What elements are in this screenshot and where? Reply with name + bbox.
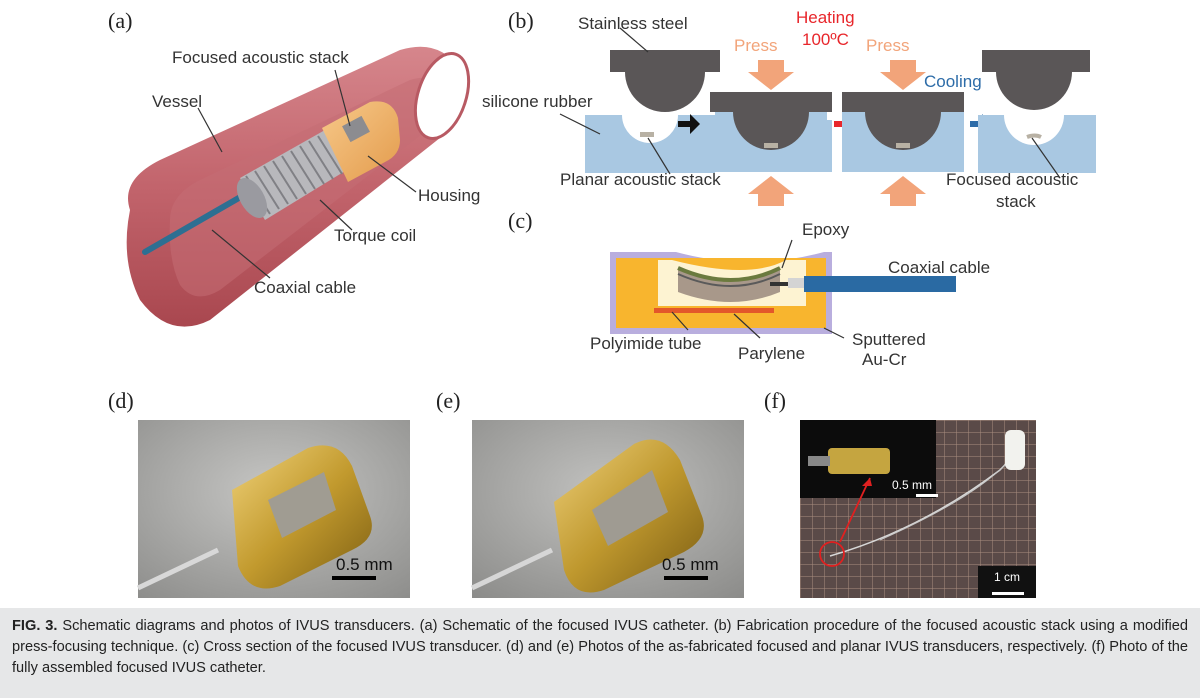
torque-coil-shape <box>236 130 350 220</box>
label-focused-acoustic-stack-b-2: stack <box>996 192 1036 211</box>
label-press-2: Press <box>866 36 910 55</box>
stage-4 <box>978 50 1096 173</box>
panel-label-f: (f) <box>764 388 786 413</box>
caption-fig-number: FIG. 3. <box>12 618 58 634</box>
photo-assembled-catheter <box>800 420 1036 598</box>
fabrication-diagram <box>559 27 1096 206</box>
label-vessel: Vessel <box>152 92 203 111</box>
stage-2 <box>710 60 832 206</box>
scale-bar-label-e: 0.5 mm <box>662 555 719 574</box>
press-arrow-top-2 <box>880 60 926 90</box>
label-planar-acoustic-stack: Planar acoustic stack <box>560 170 721 189</box>
label-coaxial-cable-a: Coaxial cable <box>254 278 357 297</box>
acoustic-stack-shape <box>342 115 370 143</box>
panel-label-d: (d) <box>108 388 134 413</box>
catheter-schematic <box>126 46 471 327</box>
label-coaxial-cable-c: Coaxial cable <box>888 258 991 277</box>
panel-label-a: (a) <box>108 8 133 33</box>
stage-1 <box>585 50 720 173</box>
label-cooling: Cooling <box>924 72 982 91</box>
label-torque-coil: Torque coil <box>334 226 417 245</box>
sputtered-layer <box>654 308 774 313</box>
label-silicone-rubber: silicone rubber <box>482 92 593 111</box>
vessel-opening <box>413 52 471 140</box>
panel-label-c: (c) <box>508 208 533 233</box>
photo-planar-transducer <box>470 420 744 598</box>
label-parylene: Parylene <box>738 344 806 363</box>
label-sputtered: Sputtered <box>852 330 926 349</box>
label-focused-acoustic-stack-b: Focused acoustic <box>946 170 1079 189</box>
photo-focused-transducer <box>136 420 410 598</box>
label-heating: Heating <box>796 8 855 27</box>
label-press-1: Press <box>734 36 778 55</box>
stage-3 <box>842 60 964 206</box>
press-arrow-bottom-1 <box>748 176 794 206</box>
arrow-black <box>678 114 700 134</box>
label-stainless-steel: Stainless steel <box>578 14 688 33</box>
label-focused-acoustic-stack: Focused acoustic stack <box>172 48 349 67</box>
scale-bar-label-f: 1 cm <box>994 570 1021 584</box>
housing-shape <box>322 101 400 182</box>
panel-label-e: (e) <box>436 388 461 413</box>
press-arrow-top-1 <box>748 60 794 90</box>
label-epoxy: Epoxy <box>802 220 850 239</box>
caption-text: Schematic diagrams and photos of IVUS tr… <box>12 618 1188 676</box>
label-au-cr: Au-Cr <box>862 350 907 369</box>
label-polyimide-tube: Polyimide tube <box>590 334 702 353</box>
figure-caption: FIG. 3. Schematic diagrams and photos of… <box>0 608 1200 698</box>
cross-section-diagram <box>610 239 956 339</box>
scale-bar-label-f-inset: 0.5 mm <box>892 478 933 492</box>
label-housing: Housing <box>418 186 481 205</box>
press-arrow-bottom-2 <box>880 176 926 206</box>
label-temperature: 100ºC <box>802 30 849 49</box>
panel-label-b: (b) <box>508 8 534 33</box>
scale-bar-label-d: 0.5 mm <box>336 555 393 574</box>
coaxial-cable-shape <box>804 276 956 292</box>
